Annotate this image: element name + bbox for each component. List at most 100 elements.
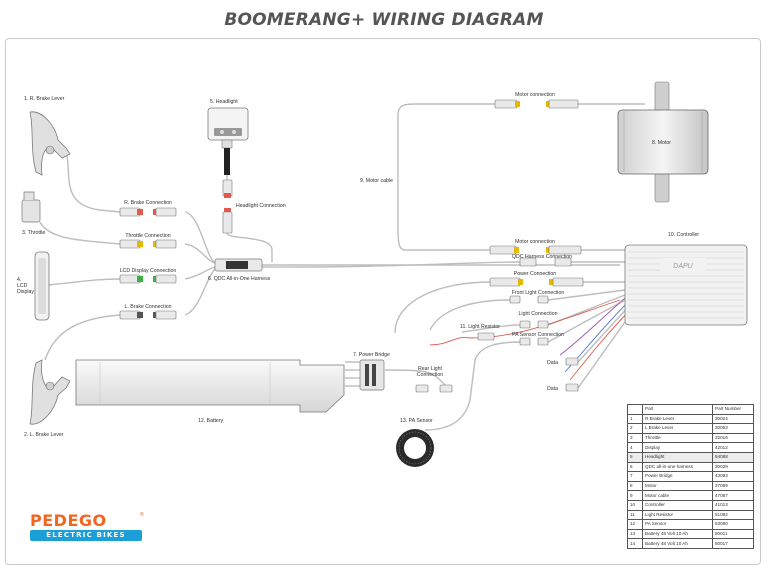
parts-cell-part: Throttle	[642, 432, 713, 444]
parts-cell-num: 4	[627, 442, 643, 453]
logo-registered-mark: ®	[140, 512, 144, 518]
lcd-display-icon	[34, 251, 50, 321]
battery-icon	[75, 359, 345, 413]
controller-brand: DAPU	[673, 263, 693, 270]
label-lcd-display-connection: LCD Display Connection	[120, 268, 177, 274]
parts-cell-num: 9	[627, 490, 643, 501]
parts-cell-part-number: 51082	[712, 509, 754, 521]
pedego-logo: PEDEGO ® ELECTRIC BIKES	[30, 511, 144, 541]
parts-cell-num: 14	[627, 538, 643, 549]
label-headlight-connection: Headlight Connection	[236, 203, 286, 209]
parts-cell-part-number: 80011	[712, 528, 754, 540]
label-qdc-harness-connection: QDC Harness Connection	[512, 254, 572, 260]
parts-cell-part: PA Sensor	[642, 519, 713, 530]
parts-cell-part-number: 32016	[712, 432, 754, 444]
parts-cell-part-number: 37089	[712, 480, 754, 492]
power-bridge-icon	[359, 359, 385, 391]
label-front-light-connection: Front Light Connection	[512, 290, 565, 296]
parts-cell-part-number: 30024	[712, 413, 754, 425]
label-motor-connection-top: Motor connection	[515, 92, 555, 98]
parts-cell-part: R Brake Lever	[642, 413, 713, 425]
label-r-brake-connection: R. Brake Connection	[124, 200, 172, 206]
parts-cell-part: Display	[642, 442, 713, 453]
logo-tagline-bar: ELECTRIC BIKES	[30, 530, 142, 541]
parts-cell-part: L Brake Lever	[642, 423, 713, 434]
parts-cell-part: Light Resistor	[642, 509, 713, 521]
parts-cell-part: Power Bridge	[642, 471, 713, 482]
label-battery: 12. Battery	[198, 418, 223, 424]
label-throttle: 3. Throttle	[22, 230, 45, 236]
parts-cell-num: 5	[627, 451, 643, 463]
r-brake-lever-icon	[29, 111, 71, 176]
motor-icon	[617, 81, 709, 203]
parts-cell-part-number: 30053	[712, 423, 754, 434]
connectors	[119, 99, 584, 393]
parts-cell-part: Battery 48 Volt 10 Ah	[642, 538, 713, 549]
diagram-frame	[5, 38, 761, 565]
label-data-2: Data	[547, 386, 558, 392]
parts-table-header: Part Part Number	[627, 404, 754, 415]
label-motor-connection: Motor connection	[515, 239, 555, 245]
parts-cell-num: 8	[627, 480, 643, 492]
parts-cell-part-number: 47087	[712, 490, 754, 501]
label-headlight: 5. Headlight	[210, 99, 238, 105]
label-l-brake-lever: 2. L. Brake Lever	[24, 432, 64, 438]
label-motor: 8. Motor	[652, 140, 671, 146]
label-l-brake-connection: L. Brake Connection	[124, 304, 171, 310]
label-controller: 10. Controller	[668, 232, 699, 238]
parts-cell-part: Motor	[642, 480, 713, 492]
parts-cell-part-number: 41013	[712, 499, 754, 511]
controller-icon	[624, 244, 748, 326]
parts-cell-num: 12	[627, 519, 643, 530]
parts-cell-num: 1	[627, 413, 643, 425]
label-qdc-harness: 6. QDC All-in-One Harness	[208, 276, 271, 282]
parts-cell-part-number: 54088	[712, 451, 754, 463]
light-resistor-icon	[477, 332, 495, 341]
parts-header-part: Part	[642, 404, 713, 415]
parts-cell-part: QDC all-in-one harness	[642, 461, 713, 473]
label-motor-cable: 9. Motor cable	[360, 178, 393, 184]
parts-cell-part: Headlight	[642, 451, 713, 463]
parts-header-part-number: Part Number	[712, 404, 754, 415]
label-power-connection: Power Connection	[514, 271, 557, 277]
logo-tagline: ELECTRIC BIKES	[46, 531, 126, 539]
label-r-brake-lever: 1. R. Brake Lever	[24, 96, 65, 102]
parts-cell-part: Controller	[642, 499, 713, 511]
parts-cell-part-number: 30029	[712, 461, 754, 473]
label-data-1: Data	[547, 360, 558, 366]
parts-cell-num: 11	[627, 509, 643, 521]
parts-header-num	[627, 404, 643, 415]
label-light-connection: Light Connection	[519, 311, 558, 317]
label-pa-sensor: 13. PA Sensor	[400, 418, 433, 424]
parts-cell-num: 6	[627, 461, 643, 473]
diagram-title: BOOMERANG+ WIRING DIAGRAM	[224, 10, 544, 30]
l-brake-lever-icon	[29, 359, 71, 425]
parts-cell-part-number: 42012	[712, 442, 754, 453]
parts-cell-part: Motor cable	[642, 490, 713, 501]
label-pa-sensor-connection: PA Sensor Connection	[512, 332, 564, 338]
parts-cell-num: 3	[627, 432, 643, 444]
label-power-bridge: 7. Power Bridge	[353, 352, 390, 358]
parts-cell-num: 2	[627, 423, 643, 434]
parts-cell-part-number: 80017	[712, 538, 754, 549]
parts-cell-part: Battery 48 Volt 10 Ah	[642, 528, 713, 540]
parts-cell-part-number: 53080	[712, 519, 754, 530]
label-throttle-connection: Throttle Connection	[125, 233, 170, 239]
logo-wordmark: PEDEGO	[30, 511, 107, 530]
